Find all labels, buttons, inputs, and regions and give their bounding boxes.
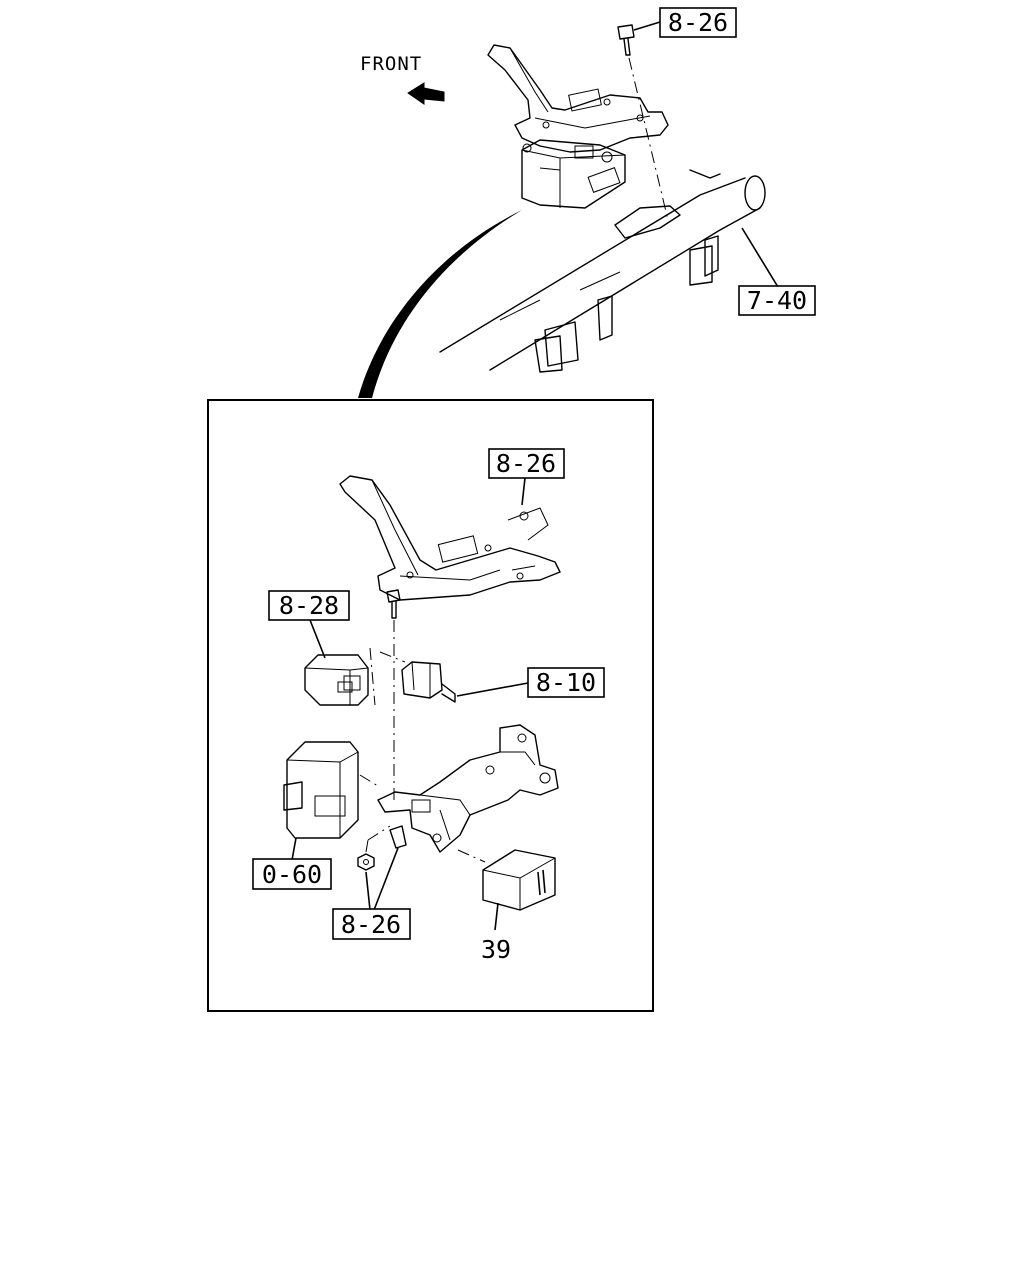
callout-fasteners: 8-26 <box>341 910 401 939</box>
upper-relay-module <box>521 139 626 209</box>
callout-control-unit: 0-60 <box>262 860 322 889</box>
front-arrow-icon <box>407 82 445 105</box>
callout-box-fasteners <box>332 908 411 940</box>
top-bolt <box>617 24 635 56</box>
front-indicator: FRONT <box>360 53 445 105</box>
nut <box>357 853 375 871</box>
upper-assembly: 8-26 <box>487 7 737 221</box>
callout-bar-ref: 7-40 <box>747 286 807 315</box>
detail-pointer-arc <box>358 210 522 398</box>
callout-box-control-unit <box>252 858 332 890</box>
detail-bracket <box>339 475 561 601</box>
callout-box-left-module <box>268 590 350 621</box>
front-label: FRONT <box>360 53 422 75</box>
callout-box-detail-bracket <box>488 448 565 479</box>
control-unit-0-60 <box>283 741 359 839</box>
callout-box-connector <box>527 667 605 698</box>
cross-bar: 7-40 <box>439 169 816 373</box>
detail-bolt <box>386 589 401 619</box>
callout-left-module: 8-28 <box>279 591 339 620</box>
callout-connector: 8-10 <box>536 668 596 697</box>
relay-39 <box>482 849 556 911</box>
callout-detail-bracket: 8-26 <box>496 449 556 478</box>
detail-frame <box>207 399 654 1012</box>
upper-bracket-strap <box>487 44 669 153</box>
callout-box-bar <box>738 285 816 316</box>
relay-part-number: 39 <box>481 935 511 964</box>
callout-box-top-bolt <box>659 7 737 38</box>
module-8-28 <box>304 654 369 706</box>
lower-bracket <box>377 724 559 853</box>
connector-8-10 <box>401 661 456 703</box>
callout-top-bolt: 8-26 <box>668 8 728 37</box>
